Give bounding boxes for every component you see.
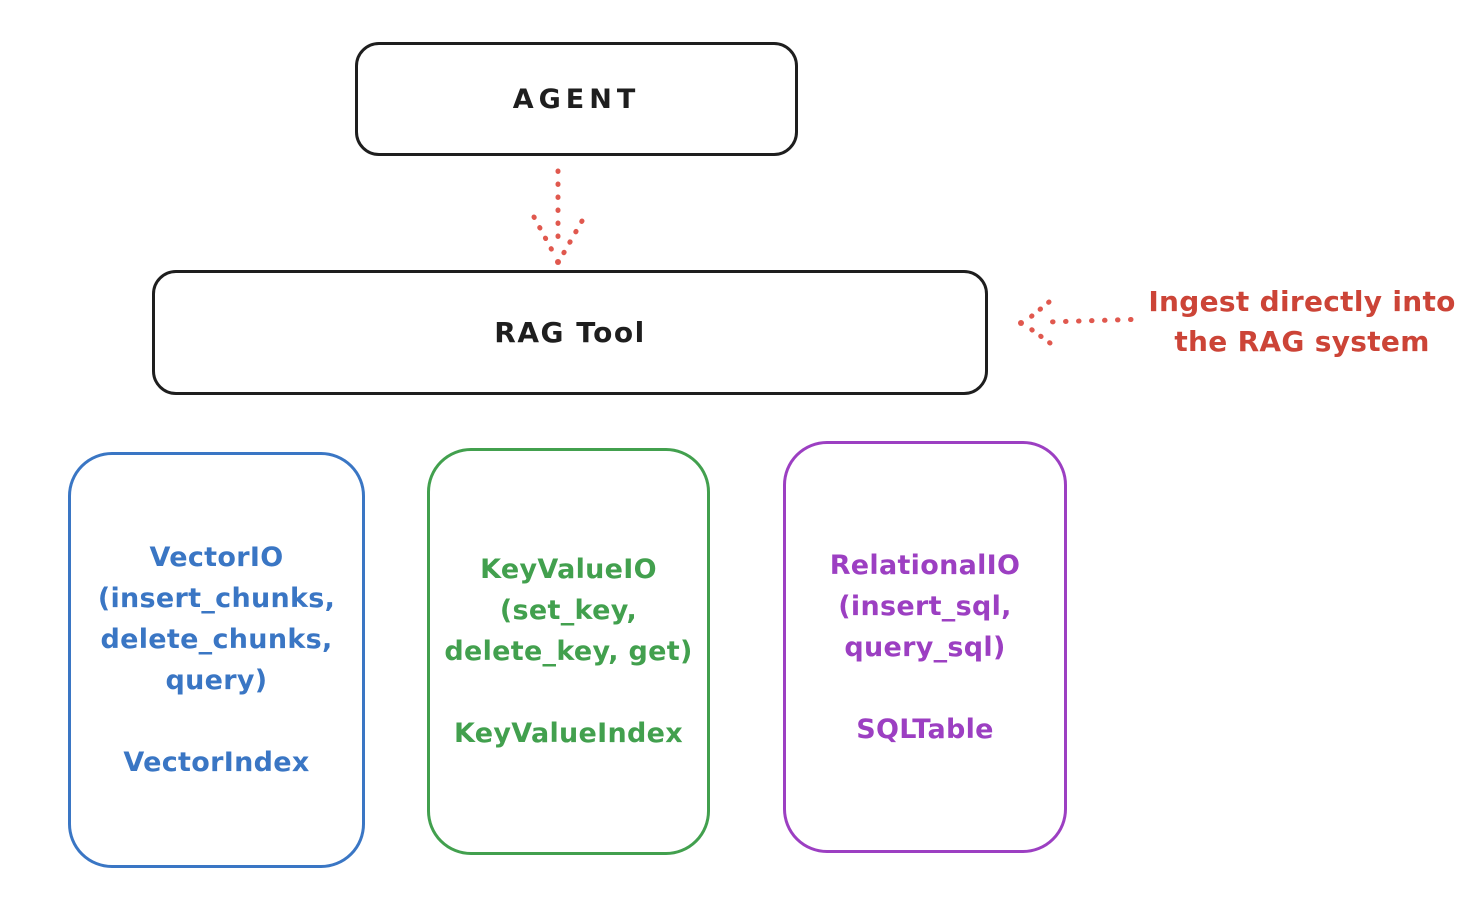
agent-box-label: AGENT bbox=[512, 83, 641, 115]
agent-to-rag-arrow-icon bbox=[531, 168, 585, 265]
store-line: VectorIO bbox=[149, 542, 284, 573]
sql-table-label: SQLTable bbox=[856, 713, 994, 745]
store-line: (insert_chunks, bbox=[97, 583, 336, 614]
relational-io-box: RelationalIO (insert_sql, query_sql) SQL… bbox=[783, 441, 1067, 853]
store-line: KeyValueIO bbox=[480, 554, 657, 585]
store-line: query_sql) bbox=[844, 631, 1006, 663]
ingest-annotation: Ingest directly into the RAG system bbox=[1134, 282, 1470, 362]
store-line: (set_key, bbox=[499, 595, 638, 626]
ingest-annotation-line2: the RAG system bbox=[1174, 325, 1430, 358]
key-value-io-box: KeyValueIO (set_key, delete_key, get) Ke… bbox=[427, 448, 710, 855]
rag-tool-box-label: RAG Tool bbox=[494, 316, 646, 349]
store-line: delete_key, get) bbox=[444, 636, 693, 667]
store-line: RelationalIO bbox=[829, 549, 1021, 581]
store-line: delete_chunks, bbox=[100, 624, 333, 655]
key-value-index-label: KeyValueIndex bbox=[453, 718, 683, 749]
ingest-annotation-line1: Ingest directly into bbox=[1148, 285, 1456, 318]
vector-index-label: VectorIndex bbox=[123, 747, 310, 778]
vector-io-box: VectorIO (insert_chunks, delete_chunks, … bbox=[68, 452, 365, 868]
rag-tool-box: RAG Tool bbox=[152, 270, 988, 395]
store-line: (insert_sql, bbox=[838, 590, 1012, 622]
agent-box: AGENT bbox=[355, 42, 798, 156]
ingest-arrow-icon bbox=[1018, 299, 1134, 346]
store-line: query) bbox=[165, 665, 268, 696]
